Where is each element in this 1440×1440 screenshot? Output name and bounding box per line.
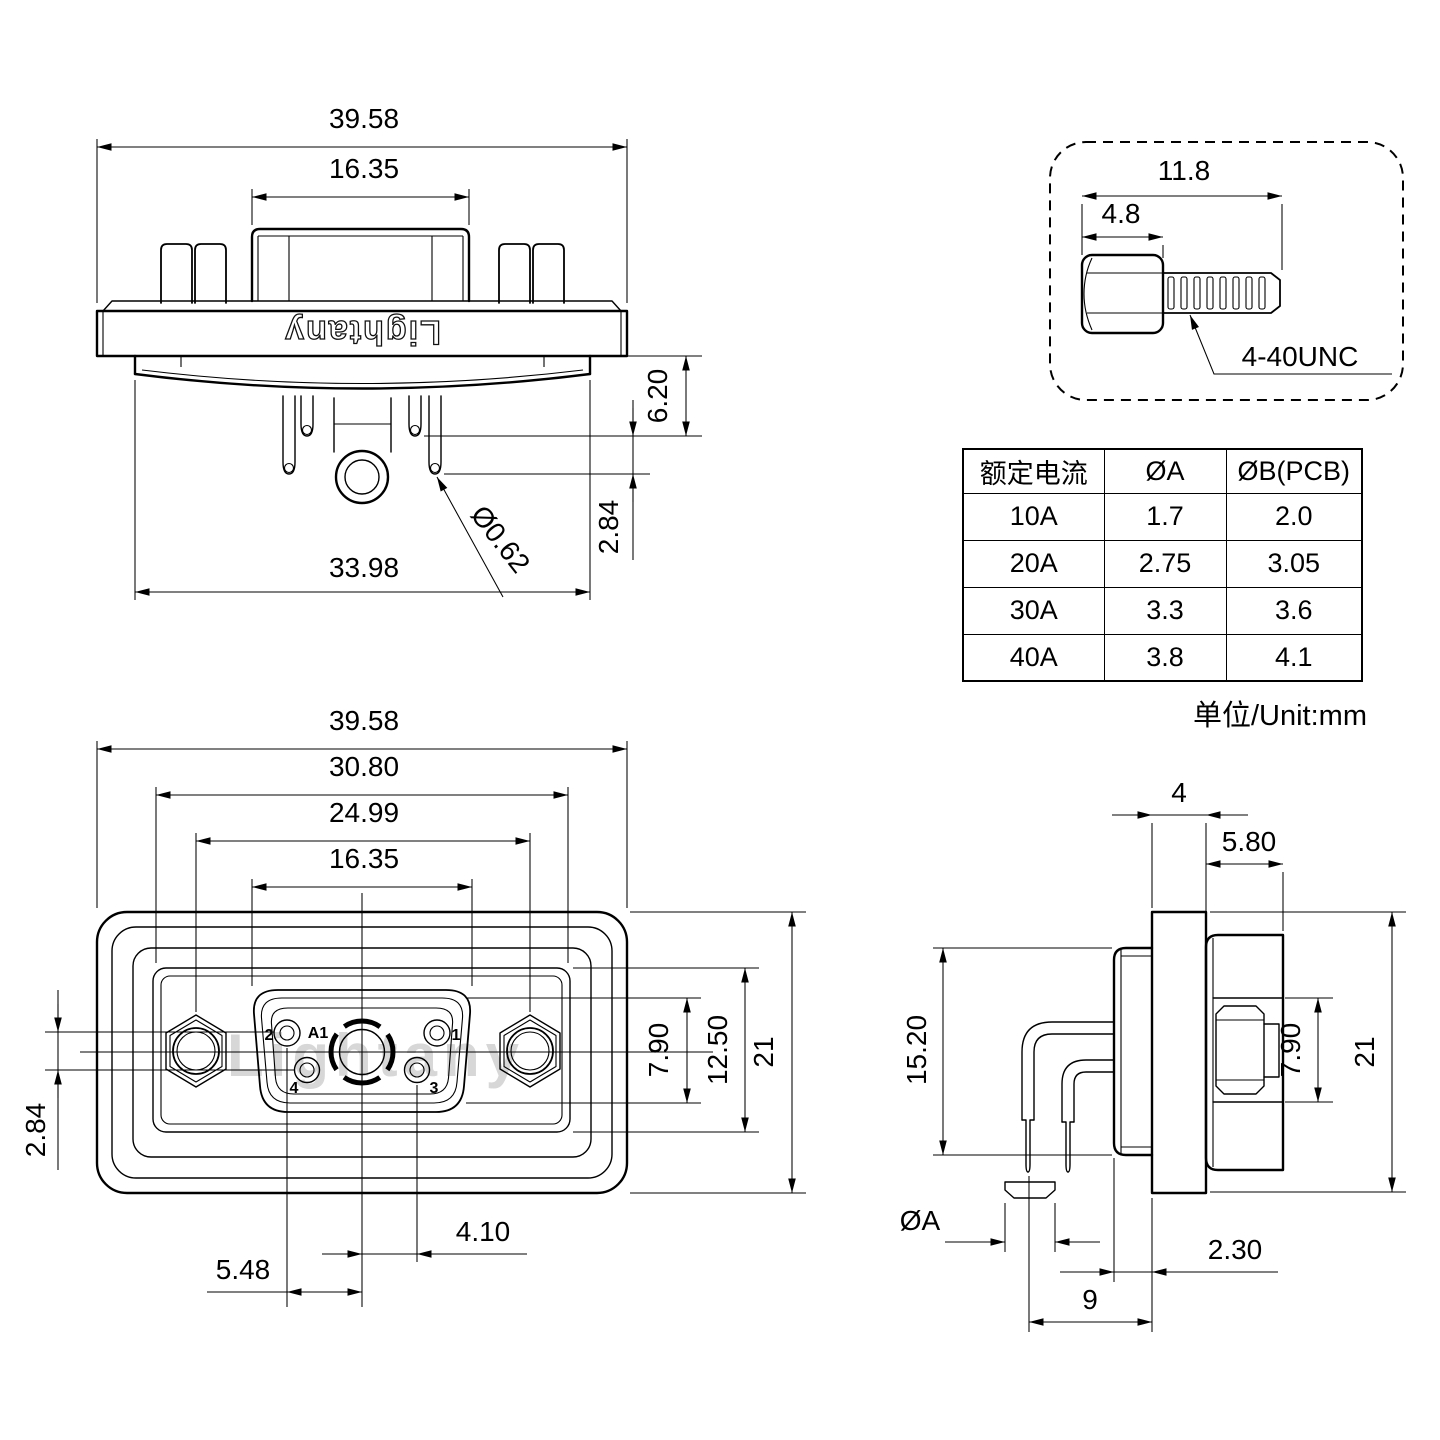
cell-dia-a: 1.7	[1103, 492, 1227, 541]
dim-side-screw-height: 7.90	[1275, 1023, 1306, 1078]
table-row: 20A 2.75 3.05	[962, 539, 1363, 588]
screw-detail-frame	[1049, 141, 1404, 401]
flange-logo: Lightany	[283, 313, 441, 351]
pin-label-1: 1	[452, 1027, 461, 1044]
cell-dia-a: 2.75	[1103, 539, 1227, 588]
dim-top-flange-to-pin: 6.20	[642, 369, 673, 424]
dim-top-body-width: 33.98	[329, 552, 399, 583]
cell-dia-b: 2.0	[1225, 492, 1363, 541]
cell-dia-a: 3.3	[1103, 586, 1227, 635]
dim-side-flange-thickness: 4	[1171, 777, 1187, 808]
top-view: Lightany 39.58 16.35	[95, 103, 702, 600]
table-header-rated-current: 额定电流	[962, 448, 1105, 494]
side-view: 4 5.80 15.20 7.90 21 ØA 9	[900, 777, 1406, 1332]
dim-screw-length: 11.8	[1158, 155, 1210, 186]
cell-dia-b: 3.05	[1225, 539, 1363, 588]
dim-front-pin2-offset: 5.48	[216, 1254, 271, 1285]
dim-front-pin3-offset: 4.10	[456, 1216, 511, 1247]
dim-front-insert-height: 7.90	[643, 1023, 674, 1078]
dim-front-overall-height: 21	[748, 1036, 779, 1067]
cell-dia-b: 3.6	[1225, 586, 1363, 635]
cell-rating: 20A	[962, 539, 1105, 588]
table-row: 30A 3.3 3.6	[962, 586, 1363, 635]
dim-front-row-offset: 2.84	[20, 1103, 51, 1158]
current-rating-table: 额定电流 ØA ØB(PCB) 10A 1.7 2.0 20A 2.75 3.0…	[962, 448, 1363, 682]
table-header-dia-b-pcb: ØB(PCB)	[1225, 448, 1363, 494]
dim-screw-head-length: 4.8	[1102, 198, 1141, 229]
front-view: Lightany 2 A1 1 4 3	[20, 705, 806, 1307]
cell-dia-a: 3.8	[1103, 633, 1227, 682]
dim-front-shroud-width: 16.35	[329, 843, 399, 874]
pin-label-4: 4	[290, 1080, 299, 1097]
cell-rating: 40A	[962, 633, 1105, 682]
cell-rating: 10A	[962, 492, 1105, 541]
dim-top-pin-step: 2.84	[593, 500, 624, 555]
dim-side-body-depth: 5.80	[1222, 826, 1277, 857]
cell-dia-b: 4.1	[1225, 633, 1363, 682]
dim-side-row-to-flange: 2.30	[1208, 1234, 1263, 1265]
table-row: 40A 3.8 4.1	[962, 633, 1363, 682]
screw-detail: 11.8 4.8 4-40UNC	[1049, 141, 1404, 401]
dim-front-mount-width: 30.80	[329, 751, 399, 782]
table-header-dia-a: ØA	[1103, 448, 1227, 494]
dim-top-pin-diameter: Ø0.62	[465, 500, 536, 579]
cell-rating: 30A	[962, 586, 1105, 635]
dim-top-overall-width: 39.58	[329, 103, 399, 134]
coax-label: A1	[308, 1025, 329, 1042]
dim-front-panel-height: 12.50	[702, 1015, 733, 1085]
dim-side-pin-to-flange: 9	[1082, 1284, 1098, 1315]
dim-front-overall-width: 39.58	[329, 705, 399, 736]
dim-front-screw-span: 24.99	[329, 797, 399, 828]
screw-thread-label: 4-40UNC	[1242, 341, 1359, 372]
dim-side-pin-height: 15.20	[901, 1015, 932, 1085]
dim-top-shroud-width: 16.35	[329, 153, 399, 184]
dim-side-pin-diameter: ØA	[900, 1205, 941, 1236]
pin-label-2: 2	[265, 1027, 274, 1044]
table-row: 10A 1.7 2.0	[962, 492, 1363, 541]
unit-note: 单位/Unit:mm	[1192, 700, 1367, 732]
dim-side-overall-height: 21	[1349, 1036, 1380, 1067]
pin-label-3: 3	[430, 1080, 439, 1097]
